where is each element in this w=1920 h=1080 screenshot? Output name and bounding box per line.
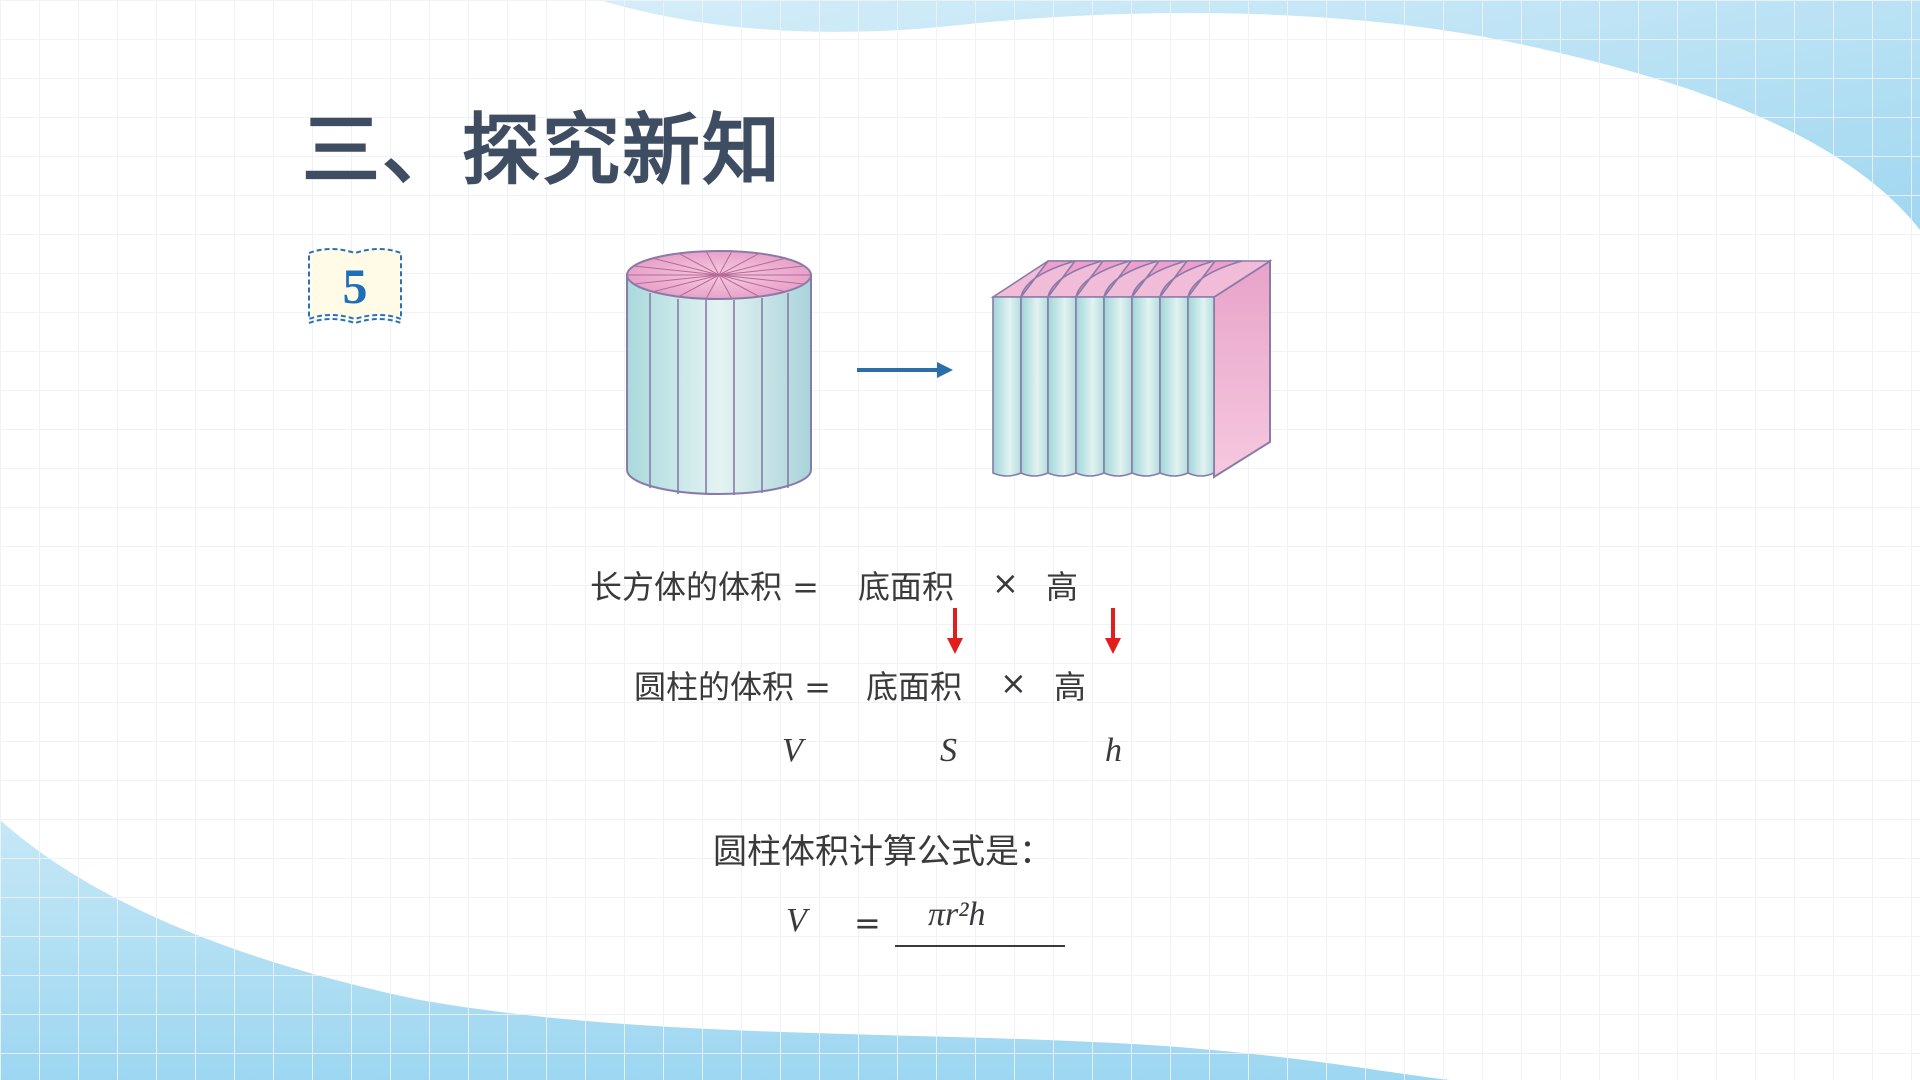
cuboid-figure: [990, 259, 1273, 479]
formula-heading: 圆柱体积计算公式是：: [713, 832, 1053, 872]
cuboid-height: 高: [1046, 568, 1079, 606]
down-arrow-icon: [947, 608, 963, 654]
cuboid-base-area: 底面积: [858, 568, 955, 606]
right-arrow-icon: [857, 362, 953, 378]
symbol-h: h: [1105, 732, 1122, 769]
cylinder-height: 高: [1054, 668, 1087, 706]
example-number: 5: [343, 258, 368, 314]
times-sign-1: ×: [992, 564, 1019, 602]
answer-equals: =: [854, 904, 881, 942]
cuboid-volume-label: 长方体的体积 =: [590, 568, 819, 606]
symbol-v: V: [782, 732, 803, 769]
open-book-badge-icon: 5: [308, 248, 402, 325]
answer-v: V: [786, 902, 807, 939]
answer-value: πr²h: [928, 896, 986, 933]
cylinder-figure: [626, 250, 812, 495]
cylinder-base-area: 底面积: [866, 668, 963, 706]
cylinder-volume-label: 圆柱的体积 =: [634, 668, 831, 706]
down-arrow-icon: [1105, 608, 1121, 654]
slide-title: 三、探究新知: [302, 105, 783, 196]
times-sign-2: ×: [1000, 664, 1027, 702]
answer-underline: [895, 945, 1065, 947]
symbol-s: S: [940, 732, 957, 769]
